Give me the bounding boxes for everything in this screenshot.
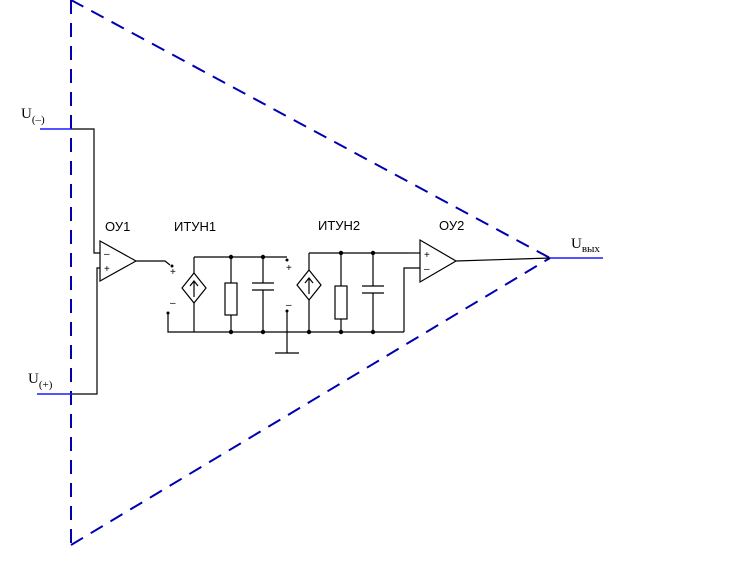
source1-network: + –: [166, 254, 404, 335]
output-label: Uвых: [571, 236, 600, 255]
source2-label: ИТУН2: [318, 218, 360, 233]
opamp2-minus-sign: –: [424, 264, 430, 275]
source2-plus-sign: +: [286, 263, 292, 274]
opamp1-label: ОУ1: [105, 219, 130, 234]
source1-plus-sign: +: [170, 267, 176, 278]
opamp2-plus-sign: +: [424, 250, 430, 261]
source2-diamond: [296, 269, 322, 301]
input-minus-wire: [40, 128, 100, 254]
opamp1-minus-sign: –: [104, 249, 110, 260]
stage-link: + –: [275, 258, 299, 354]
amplifier-boundary: [70, 0, 551, 546]
opamp1-plus-sign: +: [104, 264, 110, 275]
input-minus-label: U(–): [21, 106, 45, 126]
source1-minus-sign: –: [170, 298, 176, 309]
source2-network: [296, 250, 420, 335]
input-plus-wire: [37, 267, 100, 395]
source2-minus-sign: –: [286, 300, 292, 311]
input-plus-label: U(+): [28, 371, 53, 391]
source1-diamond: [181, 272, 207, 304]
source1-resistor: [224, 282, 238, 316]
source1-label: ИТУН1: [174, 219, 216, 234]
opamp1: – +: [99, 239, 171, 283]
opamp2-label: ОУ2: [439, 218, 464, 233]
opamp2: + –: [419, 238, 551, 284]
source2-resistor: [334, 285, 348, 320]
